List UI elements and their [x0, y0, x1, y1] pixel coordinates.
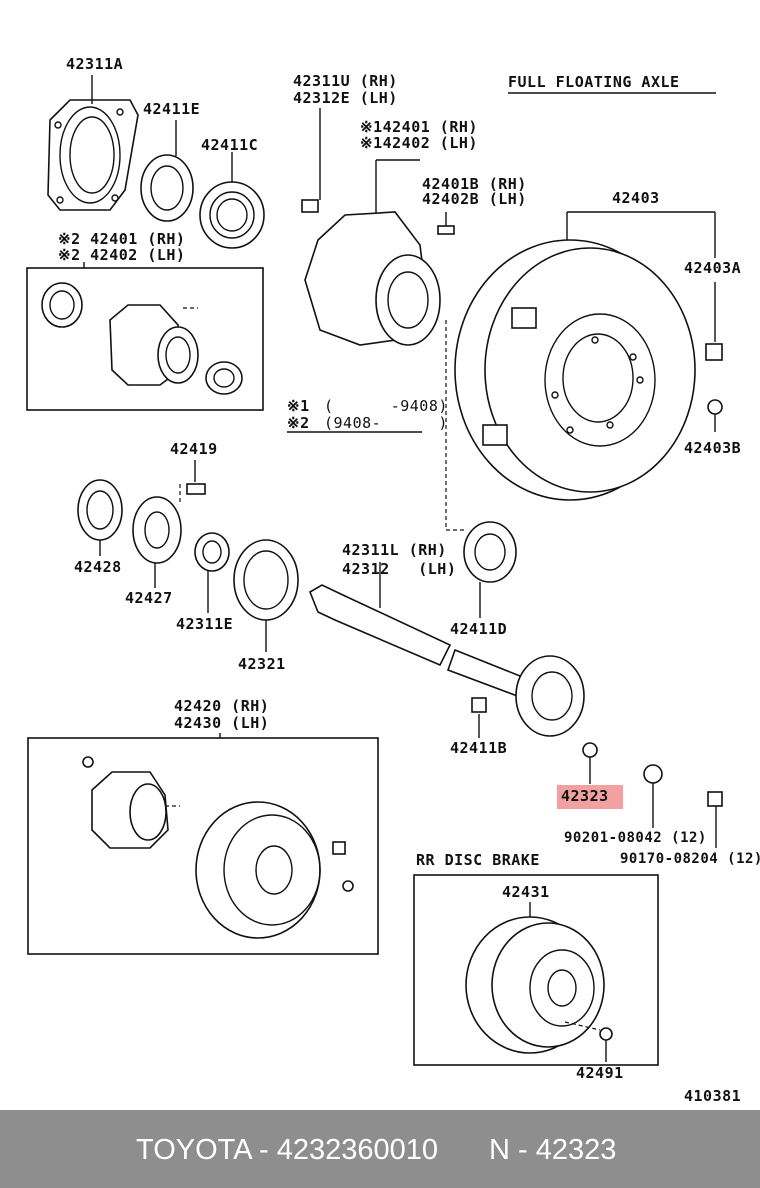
label-42411B[interactable]: 42411B [450, 739, 508, 757]
label-42311L[interactable]: 42311L (RH) [342, 541, 447, 559]
legend-note2-range: (9408- ) [324, 414, 448, 432]
part-42427-nut [132, 496, 182, 588]
part-42311E-bearing [194, 532, 230, 613]
part-42401-hub [301, 108, 455, 346]
legend-note1-mark: ※1 [287, 397, 310, 415]
legend-note1-range: ( -9408) [324, 397, 448, 415]
label-42402-lh[interactable]: ※2 42402 (LH) [58, 246, 186, 264]
label-42401B[interactable]: 42401B (RH) [422, 175, 527, 193]
part-42311A-plate [47, 75, 139, 211]
part-42431-disc [465, 902, 605, 1054]
footer-diagram-ref: N - 42323 [489, 1134, 617, 1166]
label-42427[interactable]: 42427 [125, 589, 173, 607]
label-42411E[interactable]: 42411E [143, 100, 201, 118]
label-42411C[interactable]: 42411C [201, 136, 259, 154]
label-42402B[interactable]: 42402B (LH) [422, 190, 527, 208]
part-42323-washer [582, 742, 598, 784]
label-42431[interactable]: 42431 [502, 883, 550, 901]
label-42321[interactable]: 42321 [238, 655, 286, 673]
part-42411C-bearing [199, 152, 265, 249]
label-42323[interactable]: 42323 [561, 787, 609, 805]
label-142402[interactable]: ※142402 (LH) [360, 134, 478, 152]
part-42321-gasket [233, 539, 299, 652]
label-42403A[interactable]: 42403A [684, 259, 742, 277]
drum-set-box [27, 737, 379, 955]
label-90170[interactable]: 90170-08204 (12) [620, 851, 760, 867]
part-42311L-shaft [309, 562, 585, 737]
highlight-42323 [557, 785, 623, 809]
label-42312E[interactable]: 42312E (LH) [293, 89, 398, 107]
footer-bar: TOYOTA - 4232360010 N - 42323 [0, 1110, 760, 1188]
part-42403-drum [454, 211, 723, 501]
label-42311E[interactable]: 42311E [176, 615, 234, 633]
label-42419[interactable]: 42419 [170, 440, 218, 458]
label-42311A[interactable]: 42311A [66, 55, 124, 73]
part-42419-bolt [186, 460, 206, 495]
diagram-title: FULL FLOATING AXLE [508, 73, 680, 91]
part-42491-screw [599, 1027, 613, 1062]
label-142401[interactable]: ※142401 (RH) [360, 118, 478, 136]
part-42411E-seal [140, 120, 194, 222]
footer-brand-part-number: TOYOTA - 4232360010 [136, 1134, 439, 1166]
hub-set-box [26, 267, 264, 411]
part-42428-seal [77, 479, 123, 556]
legend-note2-mark: ※2 [287, 414, 310, 432]
label-42430[interactable]: 42430 (LH) [174, 714, 270, 732]
label-90201[interactable]: 90201-08042 (12) [564, 830, 707, 846]
label-42411D[interactable]: 42411D [450, 620, 508, 638]
disc-brake-box [413, 874, 659, 1066]
label-42311U[interactable]: 42311U (RH) [293, 72, 398, 90]
part-42420-drum-set [82, 756, 354, 939]
section-disc-brake: RR DISC BRAKE [416, 851, 540, 869]
label-42428[interactable]: 42428 [74, 558, 122, 576]
part-90170-nut [707, 791, 723, 848]
label-42420[interactable]: 42420 (RH) [174, 697, 270, 715]
label-42401-rh[interactable]: ※2 42401 (RH) [58, 230, 186, 248]
part-hub-set-drawing [41, 282, 243, 395]
label-42403[interactable]: 42403 [612, 189, 660, 207]
diagram-drawing [26, 75, 723, 1066]
part-42411D-bearing [463, 521, 517, 618]
label-42312[interactable]: 42312 (LH) [342, 560, 457, 578]
label-42491[interactable]: 42491 [576, 1064, 624, 1082]
part-42411B-stud [471, 697, 487, 738]
parts-diagram: FULL FLOATING AXLE 42311A 42411E 42411C … [26, 55, 760, 1105]
label-42403B[interactable]: 42403B [684, 439, 742, 457]
part-90201-washer [643, 764, 663, 828]
drawing-number: 410381 [684, 1087, 742, 1105]
